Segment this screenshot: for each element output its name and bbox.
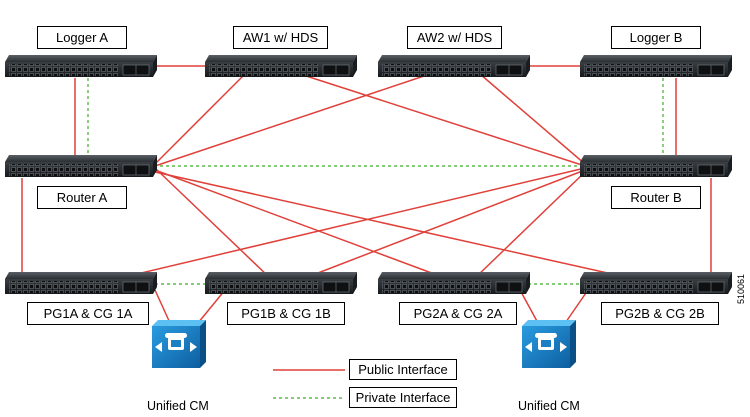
label-unified-cm-2: Unified CM [518, 399, 580, 413]
label-pg2b: PG2B & CG 2B [601, 302, 719, 325]
switch-icon [5, 55, 157, 77]
public-link [154, 169, 446, 279]
label-pg1b: PG1B & CG 1B [227, 302, 345, 325]
label-unified-cm-1: Unified CM [147, 399, 209, 413]
switch-icon [5, 155, 157, 177]
public-link [119, 167, 586, 279]
label-aw1: AW1 w/ HDS [233, 26, 328, 49]
switch-icon [205, 55, 357, 77]
connection-links [21, 65, 712, 346]
label-router-a: Router A [37, 186, 127, 209]
switch-icon [580, 155, 732, 177]
public-link [474, 171, 586, 279]
public-link [154, 167, 271, 279]
figure-number: 510061 [736, 273, 746, 304]
label-logger-a: Logger A [37, 26, 127, 49]
label-router-b: Router B [611, 186, 701, 209]
label-logger-b: Logger B [611, 26, 701, 49]
switch-icon [378, 272, 530, 294]
label-pg1a: PG1A & CG 1A [27, 302, 149, 325]
switch-icon [580, 272, 732, 294]
legend-private-label: Private Interface [349, 387, 457, 408]
legend-public-label: Public Interface [349, 359, 457, 380]
label-pg2a: PG2A & CG 2A [399, 302, 517, 325]
public-link [154, 73, 246, 165]
label-aw2: AW2 w/ HDS [407, 26, 502, 49]
public-link [154, 171, 631, 279]
public-link [479, 73, 586, 165]
unified-cm-server-icon [522, 320, 576, 368]
switch-icon [378, 55, 530, 77]
switch-icon [5, 272, 157, 294]
switch-icon [580, 55, 732, 77]
public-link [304, 169, 586, 279]
public-link [154, 73, 431, 167]
switch-icon [205, 272, 357, 294]
unified-cm-server-icon [152, 320, 206, 368]
public-link [299, 73, 586, 167]
